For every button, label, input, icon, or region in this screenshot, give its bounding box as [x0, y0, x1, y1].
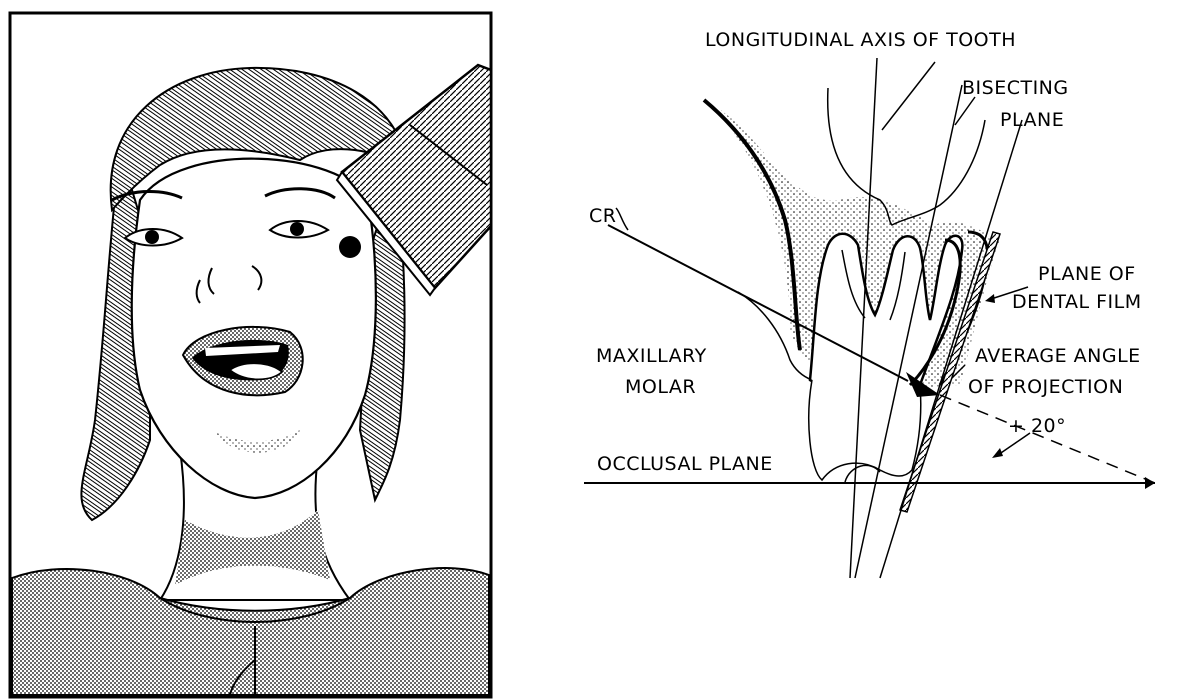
- leader-longitudinal-axis: [882, 62, 935, 130]
- label-maxillary: MAXILLARY: [596, 345, 707, 367]
- label-of-projection: OF PROJECTION: [968, 376, 1123, 398]
- bisecting-angle-diagram: LONGITUDINAL AXIS OF TOOTH BISECTING PLA…: [584, 29, 1155, 578]
- label-cr: CR: [589, 205, 616, 227]
- projection-dashed-line: [940, 395, 1155, 483]
- label-longitudinal-axis: LONGITUDINAL AXIS OF TOOTH: [705, 29, 1016, 51]
- leader-dental-film-arrow: [985, 294, 995, 303]
- label-molar: MOLAR: [625, 376, 696, 398]
- label-angle-value: + 20°: [1008, 415, 1066, 437]
- cr-leader: [616, 208, 628, 230]
- label-plane-of: PLANE OF: [1038, 263, 1136, 285]
- occlusal-arrow: [1145, 477, 1155, 489]
- label-occlusal-plane: OCCLUSAL PLANE: [597, 453, 773, 475]
- label-average-angle: AVERAGE ANGLE: [975, 345, 1141, 367]
- crown-cusp: [845, 465, 880, 482]
- label-dental-film: DENTAL FILM: [1012, 291, 1142, 313]
- cheek-marker-dot: [339, 236, 361, 258]
- label-bisecting-plane: PLANE: [1000, 109, 1064, 131]
- label-bisecting: BISECTING: [962, 77, 1069, 99]
- patient-illustration-panel: [10, 13, 491, 697]
- soft-tissue-outline: [704, 100, 800, 350]
- angle-arc-arrow: [992, 448, 1003, 458]
